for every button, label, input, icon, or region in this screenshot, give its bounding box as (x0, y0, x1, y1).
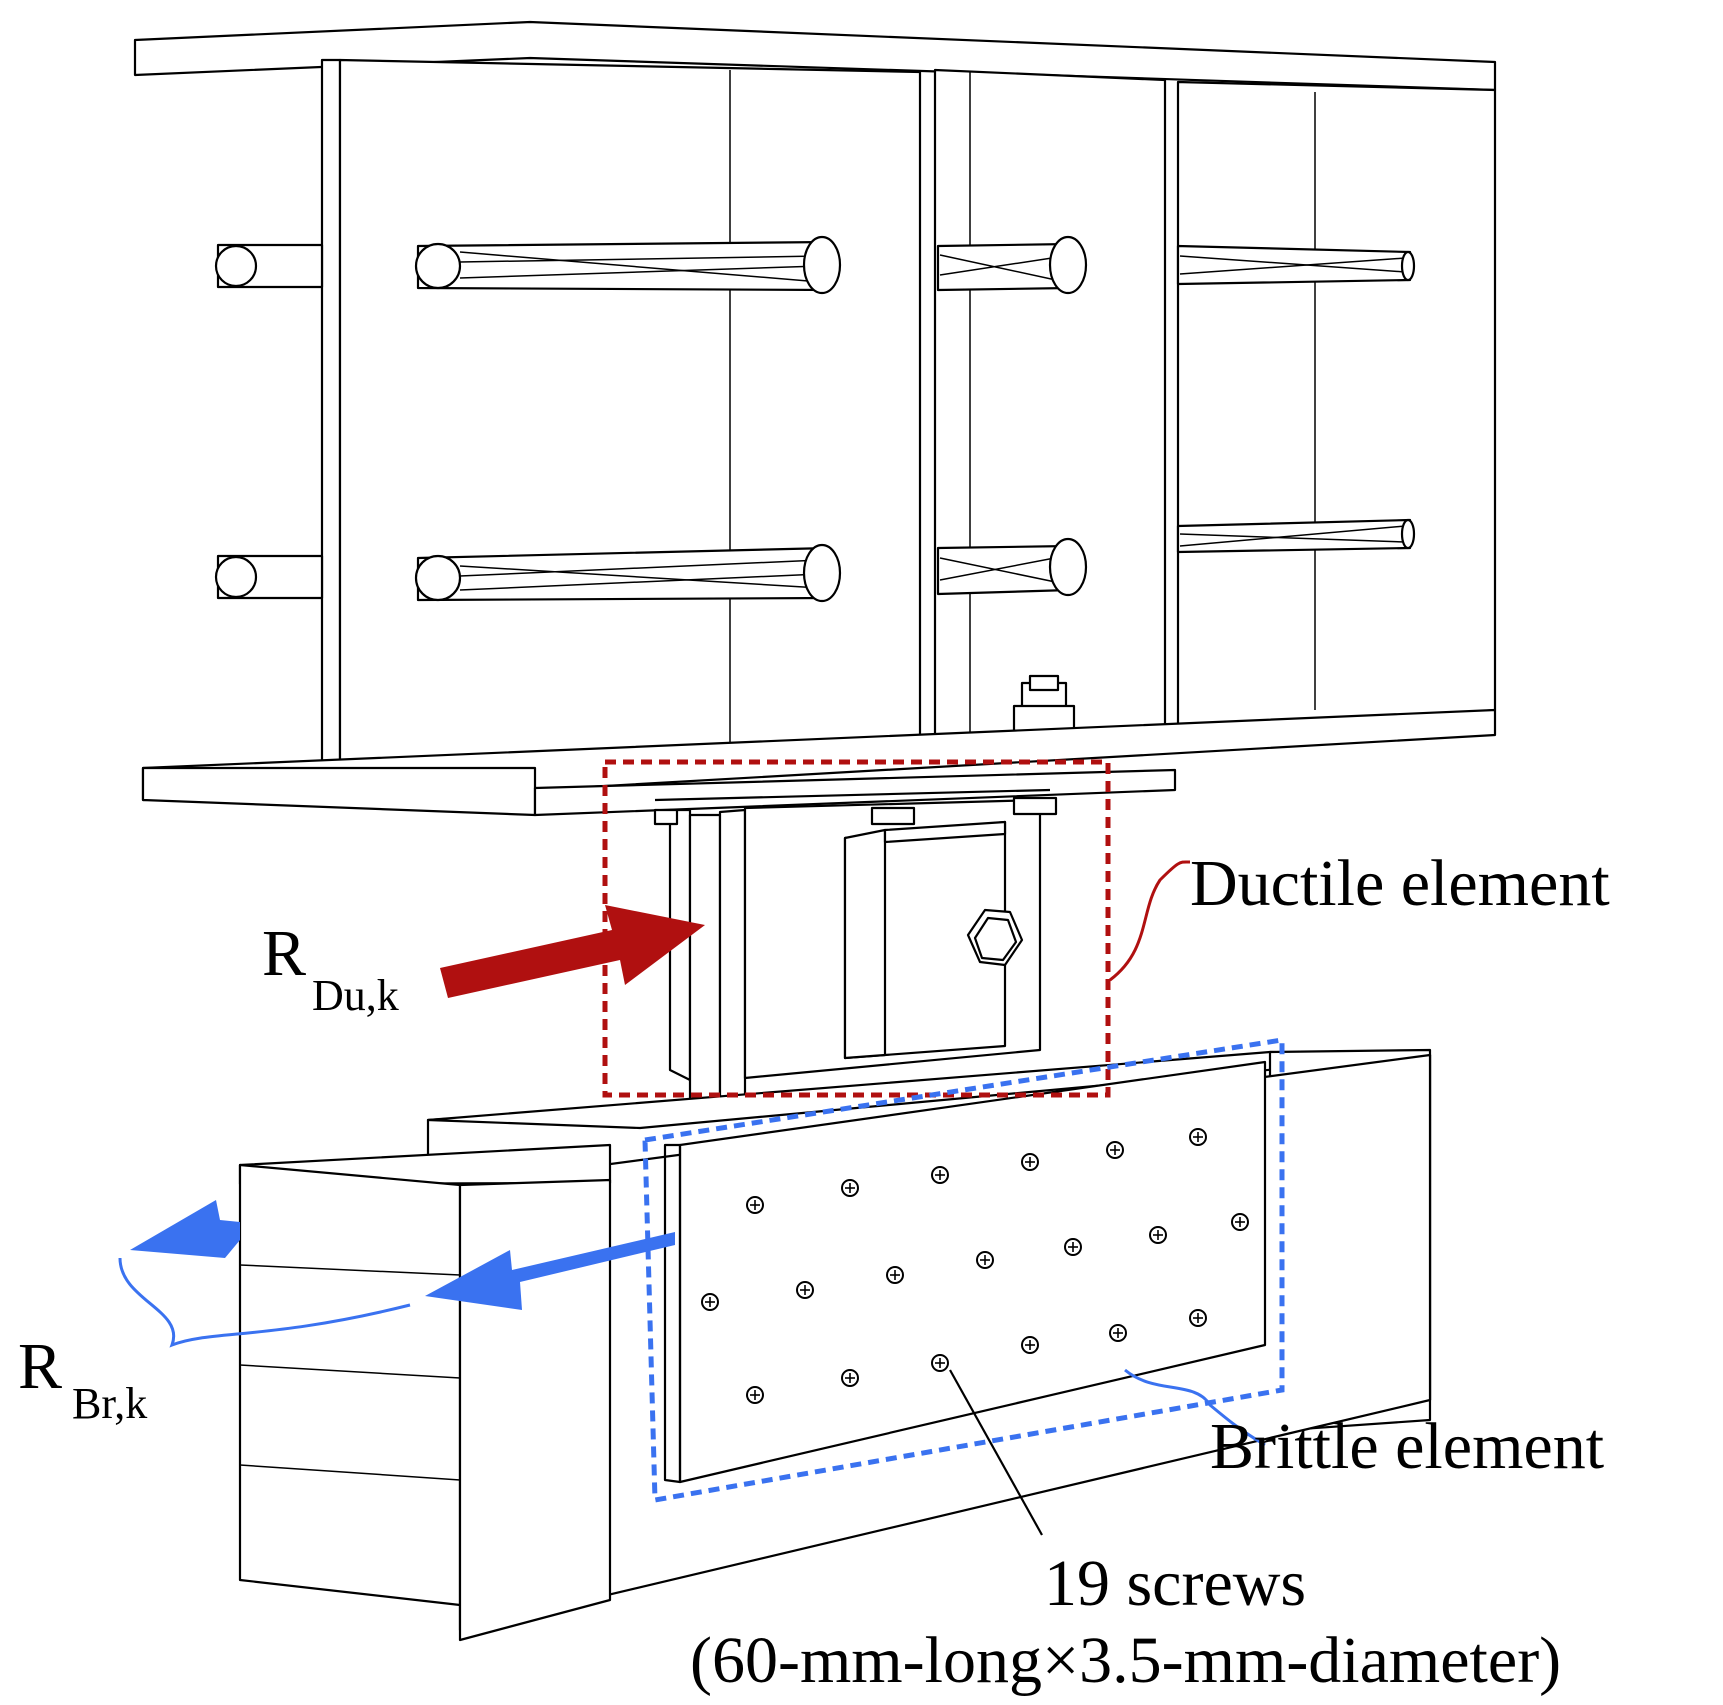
screw-icon (1021, 1336, 1039, 1354)
screws (701, 1128, 1249, 1404)
strand (936, 235, 1088, 295)
prestressing-strands (214, 235, 1416, 603)
screw-icon (701, 1293, 719, 1311)
upper-steel-assembly (133, 20, 1497, 817)
brittle-element-box (642, 1037, 1285, 1503)
strand (214, 243, 324, 289)
svg-text:R: R (262, 917, 306, 990)
strand (1176, 244, 1416, 286)
ductile-label: Ductile element (1190, 847, 1610, 920)
screw-icon (1109, 1324, 1127, 1342)
brittle-leader-line (1124, 1368, 1266, 1447)
screw-icon (931, 1166, 949, 1184)
strand (414, 543, 842, 603)
brittle-force-arrow-front (425, 1232, 675, 1310)
screw-icon (886, 1266, 904, 1284)
ductile-leader-line (1109, 860, 1191, 982)
r-du-label: R Du,k (262, 917, 399, 1020)
screw-icon (1106, 1141, 1124, 1159)
screw-icon (1021, 1153, 1039, 1171)
ductile-element-box (602, 759, 1111, 1098)
screw-icon (1189, 1128, 1207, 1146)
screw-icon (1064, 1238, 1082, 1256)
screw-icon (841, 1369, 859, 1387)
strand (214, 554, 324, 600)
r-br-label: R Br,k (18, 1330, 147, 1428)
screw-icon (841, 1179, 859, 1197)
screw-icon (1189, 1309, 1207, 1327)
screw-icon (976, 1251, 994, 1269)
left-web-plate (320, 58, 342, 767)
strand (1176, 518, 1416, 554)
screws-spec-label: (60-mm-long×3.5-mm-diameter) (690, 1624, 1561, 1697)
brittle-force-arrow-back (130, 1200, 240, 1258)
ductile-device (653, 788, 1058, 1114)
ductile-force-arrow (440, 905, 705, 998)
svg-text:R: R (18, 1330, 62, 1403)
screw-icon (746, 1386, 764, 1404)
svg-text:Du,k: Du,k (312, 971, 399, 1020)
front-web-plate (338, 58, 922, 777)
right-web-plate (1176, 80, 1497, 737)
brittle-label: Brittle element (1210, 1410, 1604, 1483)
screw-icon (931, 1354, 949, 1372)
svg-text:Br,k: Br,k (72, 1379, 147, 1428)
screw-icon (796, 1281, 814, 1299)
screw-icon (1149, 1226, 1167, 1244)
timber-beam (238, 1048, 1432, 1642)
screw-icon (746, 1196, 764, 1214)
strand (936, 537, 1088, 597)
anchor-nut-icon (1012, 674, 1076, 738)
strand (414, 235, 842, 295)
rbr-leader-line (118, 1257, 411, 1348)
screw-icon (1231, 1213, 1249, 1231)
screws-label: 19 screws (1044, 1547, 1306, 1620)
screw-leader-line (949, 1369, 1043, 1536)
